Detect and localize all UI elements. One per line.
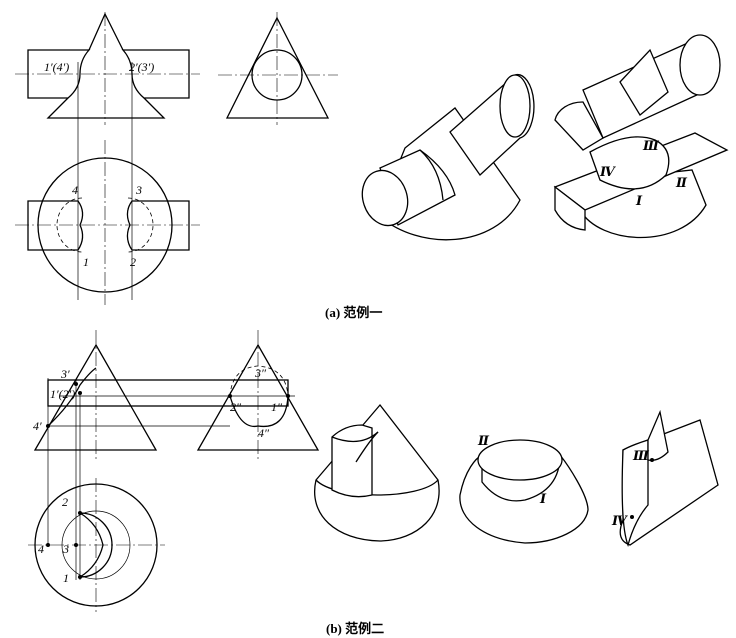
a-iso-label-2: Ⅱ	[675, 175, 688, 190]
b-front-label-1-2: 1′(2′)	[50, 387, 75, 401]
a-front-label-2-3: 2′(3′)	[129, 60, 154, 74]
a-iso-label-4: Ⅳ	[599, 164, 616, 179]
b-top-label-1: 1	[63, 571, 69, 585]
b-side-label-2: 2″	[230, 400, 242, 414]
a-top-label-2: 2	[130, 255, 136, 269]
b-top-label-3: 3	[62, 542, 69, 556]
b-side-label-3: 3″	[254, 366, 267, 380]
b-front-label-4: 4′	[33, 419, 42, 433]
a-iso-exploded: Ⅲ Ⅳ Ⅱ Ⅰ	[553, 34, 729, 239]
caption-a: (a) 范例一	[325, 305, 382, 320]
b-top-view: 2 4 3 1	[28, 478, 165, 612]
caption-b: (b) 范例二	[326, 621, 384, 636]
a-side-view	[218, 12, 338, 125]
b-top-label-2: 2	[62, 495, 68, 509]
a-top-label-4: 4	[72, 183, 78, 197]
example-b: 3′ 1′(2′) 4′ 3″ 2″ 1″ 4″	[28, 330, 719, 636]
a-iso-cone-cylinder	[361, 73, 535, 241]
a-front-label-1-4: 1′(4′)	[44, 60, 69, 74]
b-iso-label-1: Ⅰ	[539, 491, 547, 506]
b-iso-label-3: Ⅲ	[632, 448, 650, 463]
b-side-label-1: 1″	[271, 400, 283, 414]
b-top-label-4: 4	[38, 542, 44, 556]
b-side-label-4: 4″	[258, 426, 270, 440]
b-iso-cone-cylinder	[314, 403, 440, 542]
a-iso-label-1: Ⅰ	[635, 193, 643, 208]
a-top-view: 4 3 1 2	[15, 140, 200, 305]
b-iso-label-4: Ⅳ	[611, 513, 628, 528]
b-iso-label-2: Ⅱ	[477, 433, 490, 448]
b-front-view: 3′ 1′(2′) 4′	[33, 330, 295, 580]
b-iso-sectioned-half: Ⅲ Ⅳ	[611, 409, 719, 548]
b-front-label-3: 3′	[60, 367, 70, 381]
a-top-label-1: 1	[83, 255, 89, 269]
a-top-label-3: 3	[135, 183, 142, 197]
a-iso-label-3: Ⅲ	[642, 138, 660, 153]
a-front-view: 1′(4′) 2′(3′)	[15, 12, 200, 300]
example-a: 1′(4′) 2′(3′) 4 3 1 2	[15, 12, 729, 320]
b-side-view: 3″ 2″ 1″ 4″	[196, 330, 320, 460]
b-iso-cone-section: Ⅱ Ⅰ	[459, 433, 589, 544]
